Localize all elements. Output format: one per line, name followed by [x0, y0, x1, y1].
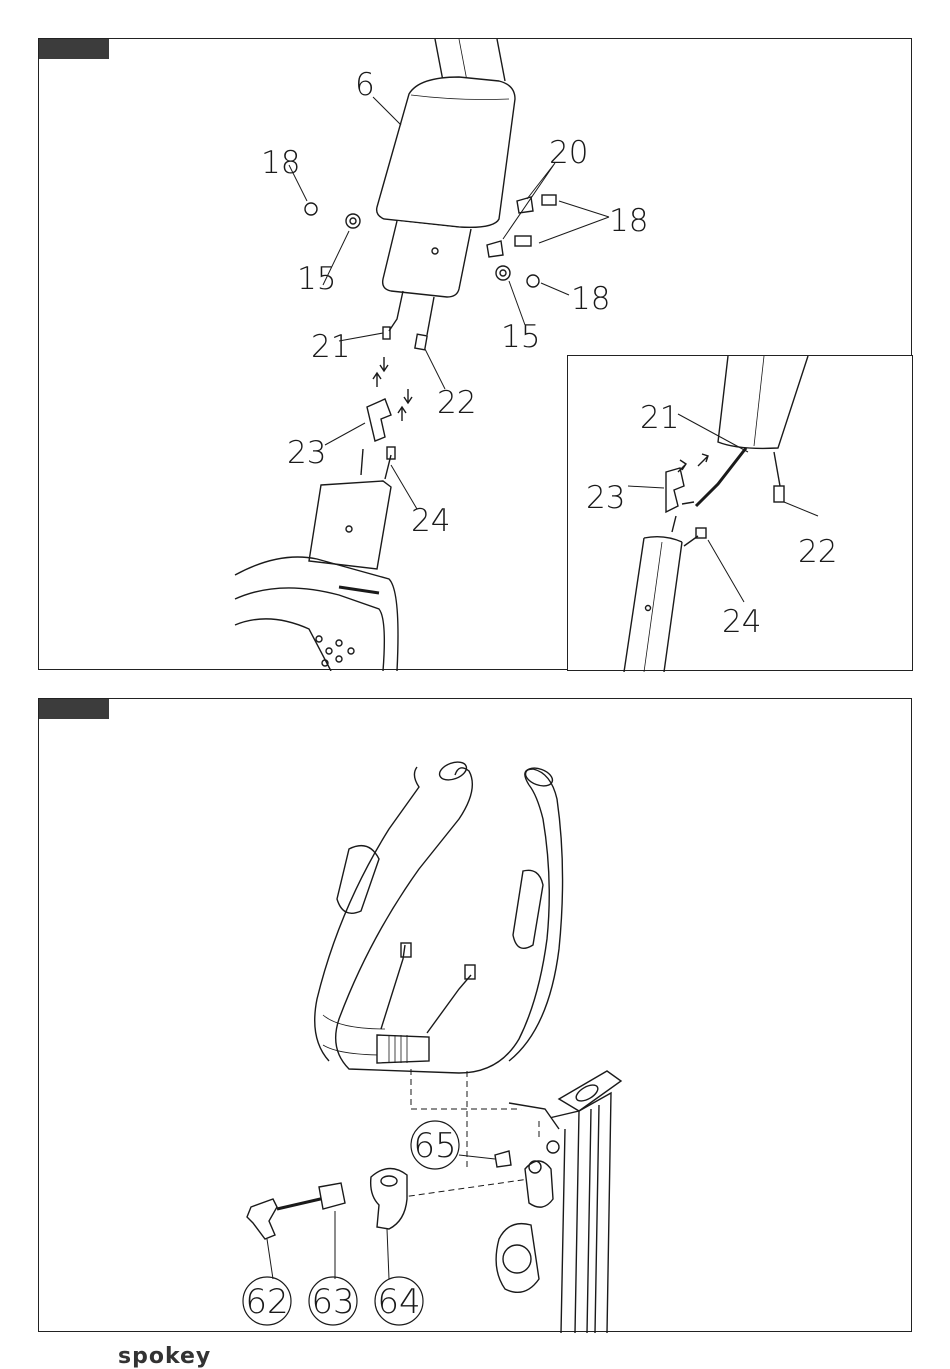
callout-21: 21 [311, 329, 350, 365]
callout-22: 22 [437, 385, 476, 421]
inset-callout-labels: 21 23 22 24 [568, 356, 914, 672]
assembly-step-panel-lower: 65 62 63 64 [38, 698, 912, 1332]
callout-18-left: 18 [261, 145, 300, 181]
callout-20: 20 [549, 135, 588, 171]
inset-callout-21: 21 [640, 400, 679, 436]
inset-callout-22: 22 [798, 534, 837, 570]
callout-18-right: 18 [571, 281, 610, 317]
callout-64: 64 [377, 1282, 420, 1322]
brand-logo: spokey [118, 1344, 211, 1369]
callout-23: 23 [287, 435, 326, 471]
assembly-step-panel-upper: 6 18 20 18 15 18 15 21 22 23 24 [38, 38, 912, 670]
callout-18-top-right: 18 [609, 203, 648, 239]
lower-callout-labels: 65 62 63 64 [39, 699, 913, 1333]
connection-detail-inset: 21 23 22 24 [567, 355, 913, 671]
inset-callout-24: 24 [722, 604, 761, 640]
callout-6: 6 [355, 67, 375, 103]
callout-15-right: 15 [501, 319, 540, 355]
callout-15-left: 15 [297, 261, 336, 297]
callout-24: 24 [411, 503, 450, 539]
callout-62: 62 [245, 1282, 288, 1322]
callout-65: 65 [413, 1126, 456, 1166]
inset-callout-23: 23 [586, 480, 625, 516]
callout-63: 63 [311, 1282, 354, 1322]
